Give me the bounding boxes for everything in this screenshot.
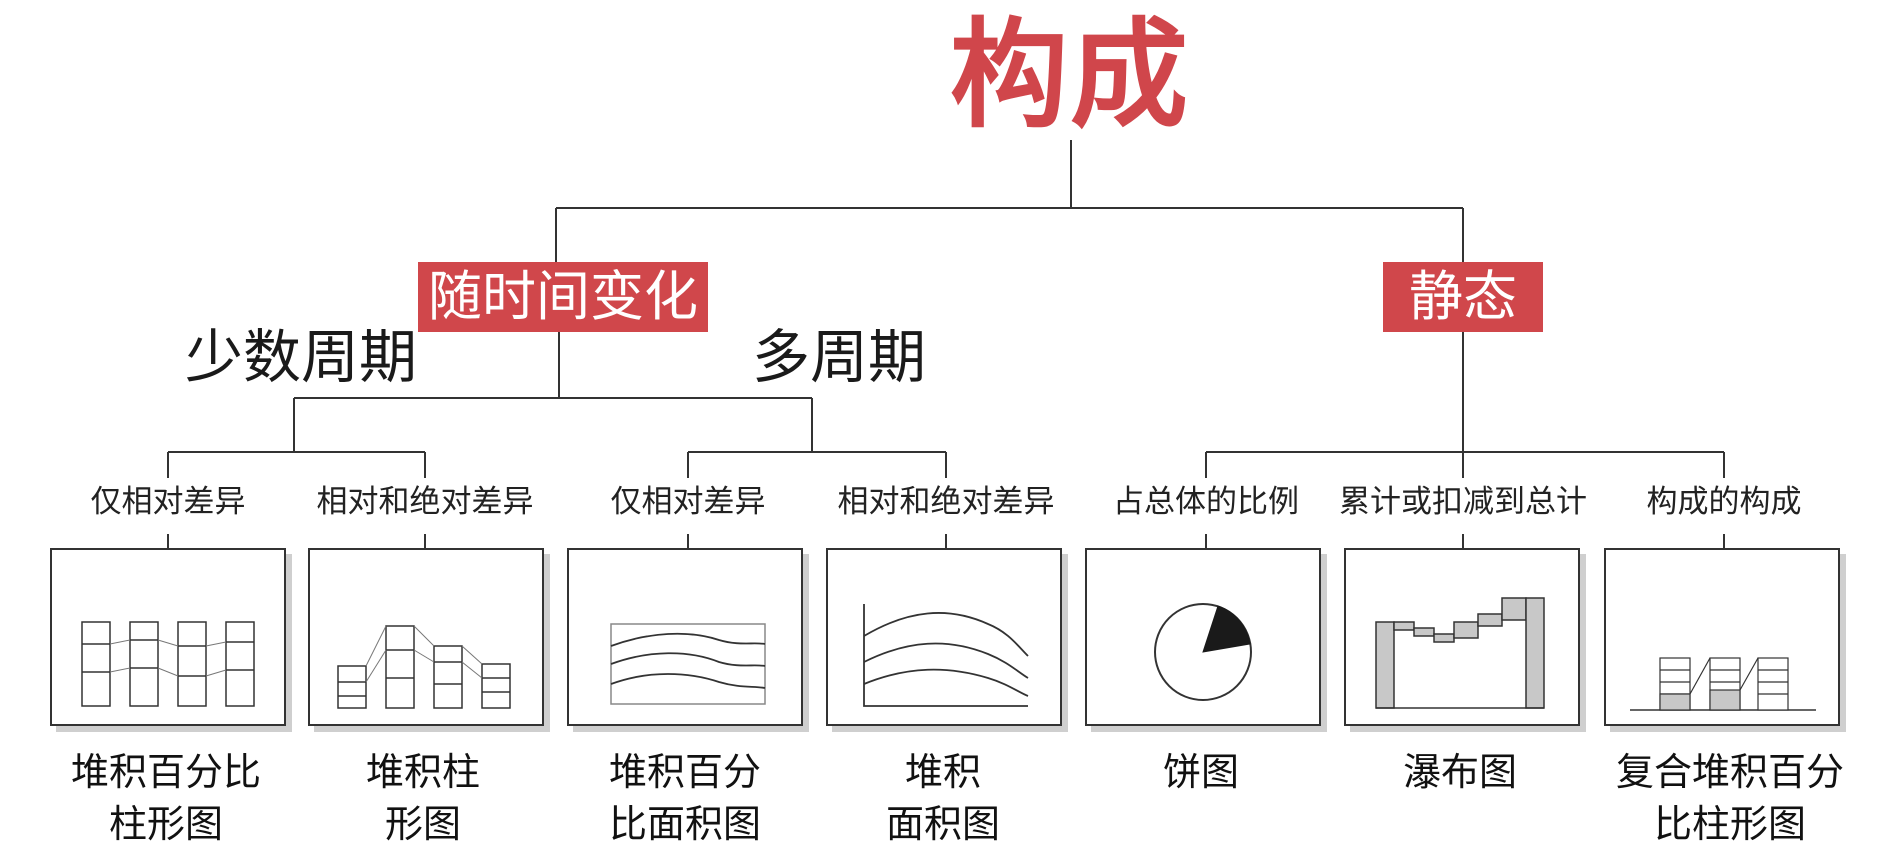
pie-chart-icon (1085, 548, 1321, 726)
waterfall-chart-icon (1344, 548, 1580, 726)
chart-name-1: 堆积百分比 柱形图 (36, 746, 296, 850)
waterfall-thumbnail (1375, 597, 1545, 709)
chart-name-6-line1: 瀑布图 (1402, 750, 1517, 794)
stacked-area-chart-icon (826, 548, 1062, 726)
stacked-percent-column-thumbnail (81, 621, 255, 707)
stacked-column-thumbnail (337, 625, 511, 709)
branch-static: 静态 (1383, 262, 1543, 332)
chart-name-5: 饼图 (1071, 746, 1331, 798)
chart-name-4-line1: 堆积 (904, 750, 981, 794)
category-label-4: 相对和绝对差异 (837, 484, 1055, 520)
chart-name-1-line1: 堆积百分比 (70, 750, 261, 794)
chart-name-7-line2: 比柱形图 (1653, 802, 1806, 846)
chart-name-1-line2: 柱形图 (108, 802, 223, 846)
chart-name-7-line1: 复合堆积百分 (1615, 750, 1844, 794)
category-label-5: 占总体的比例 (1113, 484, 1299, 520)
chart-name-2-line1: 堆积柱 (365, 750, 480, 794)
category-label-7: 构成的构成 (1646, 484, 1802, 520)
stacked-percent-area-thumbnail (610, 623, 766, 705)
chart-name-2: 堆积柱 形图 (293, 746, 553, 850)
composite-stacked-percent-column-thumbnail (1630, 657, 1816, 711)
chart-name-6: 瀑布图 (1330, 746, 1590, 798)
group-few-periods: 少数周期 (185, 323, 418, 391)
chart-name-5-line1: 饼图 (1162, 750, 1239, 794)
category-label-2: 相对和绝对差异 (316, 484, 534, 520)
chart-name-4-line2: 面积图 (885, 802, 1000, 846)
stacked-percent-area-chart-icon (567, 548, 803, 726)
chart-name-2-line2: 形图 (384, 802, 461, 846)
category-label-1: 仅相对差异 (90, 484, 246, 520)
stacked-column-chart-icon (308, 548, 544, 726)
stacked-percent-column-chart-icon (50, 548, 286, 726)
chart-name-7: 复合堆积百分 比柱形图 (1590, 746, 1870, 850)
chart-name-3: 堆积百分 比面积图 (555, 746, 815, 850)
branch-over-time: 随时间变化 (418, 262, 708, 332)
category-label-3: 仅相对差异 (610, 484, 766, 520)
chart-name-3-line2: 比面积图 (608, 802, 761, 846)
composite-stacked-percent-column-icon (1604, 548, 1840, 726)
pie-thumbnail (1154, 603, 1252, 701)
chart-name-4: 堆积 面积图 (813, 746, 1073, 850)
chart-name-3-line1: 堆积百分 (608, 750, 761, 794)
root-title: 构成 (949, 6, 1190, 144)
stacked-area-thumbnail (863, 604, 1029, 707)
group-many-periods: 多周期 (752, 323, 927, 391)
category-label-6: 累计或扣减到总计 (1339, 484, 1587, 520)
